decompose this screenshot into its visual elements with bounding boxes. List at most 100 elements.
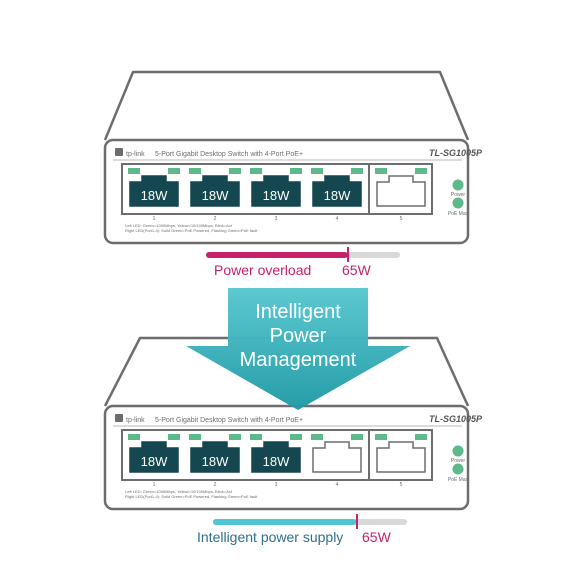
power-led-label: Power — [451, 192, 466, 198]
port-number: 1 — [153, 482, 156, 488]
port-number: 2 — [214, 482, 217, 488]
port-right-led-icon — [168, 434, 180, 440]
ethernet-jack-icon — [251, 175, 301, 207]
ethernet-jack-icon — [376, 175, 426, 207]
bottom-switch-body-content: tp-link 5-Port Gigabit Desktop Switch wi… — [113, 414, 483, 499]
power-led-label: Power — [451, 458, 466, 464]
power-led-icon — [452, 179, 464, 191]
port-number: 3 — [275, 482, 278, 488]
port-1: 18W 1 — [128, 434, 180, 488]
switch-description: 5-Port Gigabit Desktop Switch with 4-Por… — [155, 417, 303, 424]
poe-max-led-icon — [452, 463, 464, 475]
port-left-led-icon — [375, 168, 387, 174]
port-right-led-icon — [415, 434, 427, 440]
led-legend-line2: Right LED(Port1-4): Solid Green=PoE Powe… — [125, 228, 258, 233]
port-power-label: 18W — [141, 188, 168, 203]
port-left-led-icon — [189, 168, 201, 174]
brand-name: tp-link — [126, 417, 145, 424]
led-legend-line1: Left LED: Green=1000Mbps, Yellow=10/100M… — [125, 489, 233, 494]
ethernet-jack-icon — [129, 441, 179, 473]
port-5: 5 — [375, 168, 427, 222]
ethernet-jack-icon — [190, 441, 240, 473]
port-number: 2 — [214, 216, 217, 222]
top-port-row: 18W 1 18W 2 18W 3 18W 4 5 — [128, 168, 427, 222]
port-right-led-icon — [351, 434, 363, 440]
port-left-led-icon — [250, 168, 262, 174]
poe-max-led-label: PoE Max — [448, 477, 469, 483]
bottom-port-row: 18W 1 18W 2 18W 3 4 5 — [128, 434, 427, 488]
port-4: 4 — [311, 434, 363, 488]
supply-watt-value: 65W — [362, 529, 391, 545]
supply-meter — [213, 514, 407, 529]
port-2: 18W 2 — [189, 168, 241, 222]
power-led-icon — [452, 445, 464, 457]
poe-max-led-icon — [452, 197, 464, 209]
port-right-led-icon — [290, 434, 302, 440]
port-power-label: 18W — [202, 454, 229, 469]
port-power-label: 18W — [202, 188, 229, 203]
port-number: 4 — [336, 482, 339, 488]
ethernet-jack-icon — [312, 175, 362, 207]
port-number: 5 — [400, 482, 403, 488]
top-switch-body-content: tp-link 5-Port Gigabit Desktop Switch wi… — [113, 148, 483, 233]
port-left-led-icon — [311, 168, 323, 174]
arrow-caption-line1: Intelligent — [255, 301, 341, 323]
port-number: 4 — [336, 216, 339, 222]
overload-meter — [206, 247, 400, 262]
supply-meter-fill — [213, 519, 357, 525]
supply-label: Intelligent power supply — [197, 529, 344, 545]
port-group-frame — [121, 429, 433, 481]
brand-logo-icon — [115, 148, 123, 156]
brand-logo-icon — [115, 414, 123, 422]
arrow-caption: Intelligent Power Management — [228, 300, 368, 372]
port-right-led-icon — [415, 168, 427, 174]
port-3: 18W 3 — [250, 168, 302, 222]
arrow-caption-line3: Management — [239, 349, 357, 371]
port-2: 18W 2 — [189, 434, 241, 488]
switch-description: 5-Port Gigabit Desktop Switch with 4-Por… — [155, 151, 303, 158]
port-right-led-icon — [290, 168, 302, 174]
port-right-led-icon — [168, 168, 180, 174]
ethernet-jack-icon — [129, 175, 179, 207]
ethernet-jack-icon — [251, 441, 301, 473]
arrow-caption-line2: Power — [269, 325, 327, 347]
port-power-label: 18W — [141, 454, 168, 469]
overload-meter-fill — [206, 252, 348, 258]
model-name: TL-SG1005P — [429, 148, 483, 158]
port-power-label: 18W — [263, 454, 290, 469]
intelligent-management-arrow-icon — [186, 288, 410, 410]
ethernet-jack-icon — [312, 441, 362, 473]
port-left-led-icon — [311, 434, 323, 440]
port-left-led-icon — [128, 168, 140, 174]
overload-label: Power overload — [214, 262, 312, 278]
port-left-led-icon — [128, 434, 140, 440]
port-right-led-icon — [351, 168, 363, 174]
led-legend-line1: Left LED: Green=1000Mbps, Yellow=10/100M… — [125, 223, 233, 228]
port-5: 5 — [375, 434, 427, 488]
port-1: 18W 1 — [128, 168, 180, 222]
port-3: 18W 3 — [250, 434, 302, 488]
port-power-label: 18W — [263, 188, 290, 203]
ethernet-jack-icon — [376, 441, 426, 473]
brand-name: tp-link — [126, 151, 145, 158]
led-legend-line2: Right LED(Port1-4): Solid Green=PoE Powe… — [125, 494, 258, 499]
port-right-led-icon — [229, 434, 241, 440]
port-group-frame — [121, 163, 433, 215]
port-4: 18W 4 — [311, 168, 363, 222]
port-left-led-icon — [189, 434, 201, 440]
port-power-label: 18W — [324, 188, 351, 203]
model-name: TL-SG1005P — [429, 414, 483, 424]
port-number: 3 — [275, 216, 278, 222]
overload-watt-value: 65W — [342, 262, 371, 278]
poe-max-led-label: PoE Max — [448, 211, 469, 217]
top-switch-lid — [103, 70, 470, 141]
top-switch — [103, 70, 470, 245]
port-left-led-icon — [250, 434, 262, 440]
port-right-led-icon — [229, 168, 241, 174]
port-number: 5 — [400, 216, 403, 222]
port-number: 1 — [153, 216, 156, 222]
port-left-led-icon — [375, 434, 387, 440]
ethernet-jack-icon — [190, 175, 240, 207]
